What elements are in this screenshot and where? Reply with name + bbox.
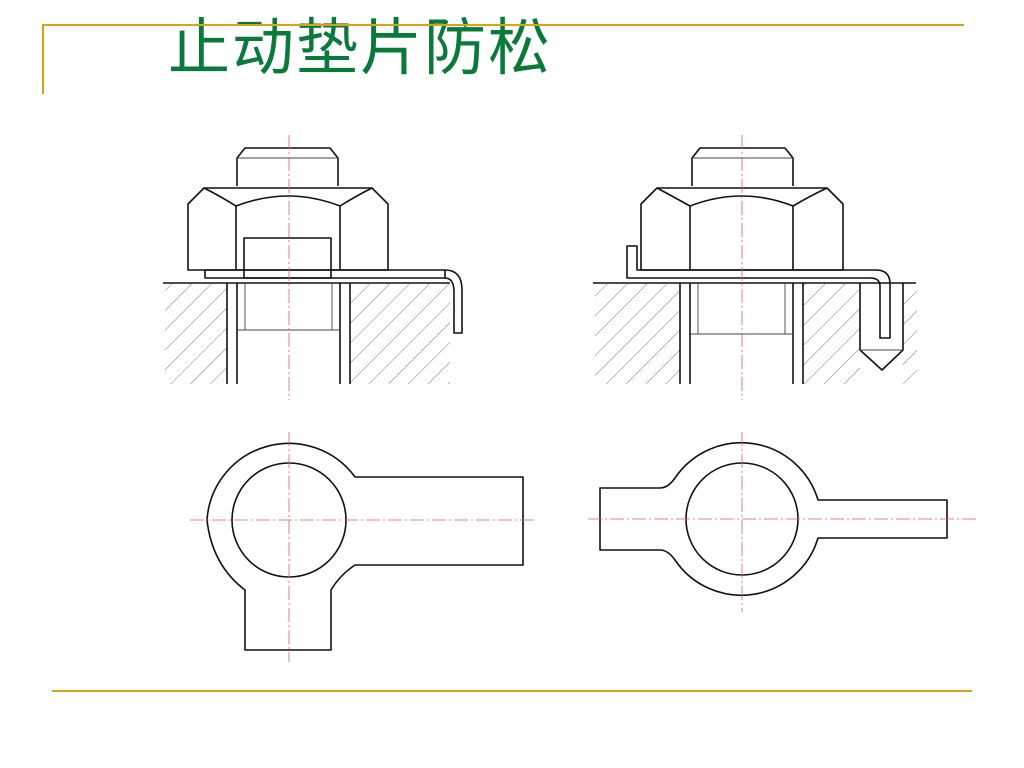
workpiece-hatch-right: [350, 284, 450, 384]
washer-outline-right: [599, 441, 948, 597]
hex-nut-face-lines: [203, 187, 373, 270]
plan-view-right: [588, 432, 978, 612]
workpiece-hatch-far-right: [903, 284, 917, 384]
workpiece-hatch-left-2: [595, 284, 680, 384]
bolt-end-2: [691, 147, 794, 186]
left-rule: [42, 24, 44, 94]
drilled-hole: [859, 283, 904, 371]
bolt-end: [236, 147, 339, 186]
tab-washer: [204, 269, 446, 279]
slide-title: 止动垫片防松: [168, 11, 553, 84]
section-view-right: [593, 135, 917, 400]
washer-bent-edge: [444, 269, 463, 334]
bottom-rule: [52, 690, 972, 692]
workpiece-hatch-right-2: [803, 284, 860, 384]
workpiece-hatch-left: [165, 284, 227, 384]
plan-view-left: [190, 432, 535, 662]
section-view-left: [163, 135, 463, 400]
tab-washer-2: [626, 245, 891, 339]
top-rule: [42, 24, 964, 26]
hex-nut: [187, 187, 389, 271]
washer-tab-up: [243, 237, 332, 279]
